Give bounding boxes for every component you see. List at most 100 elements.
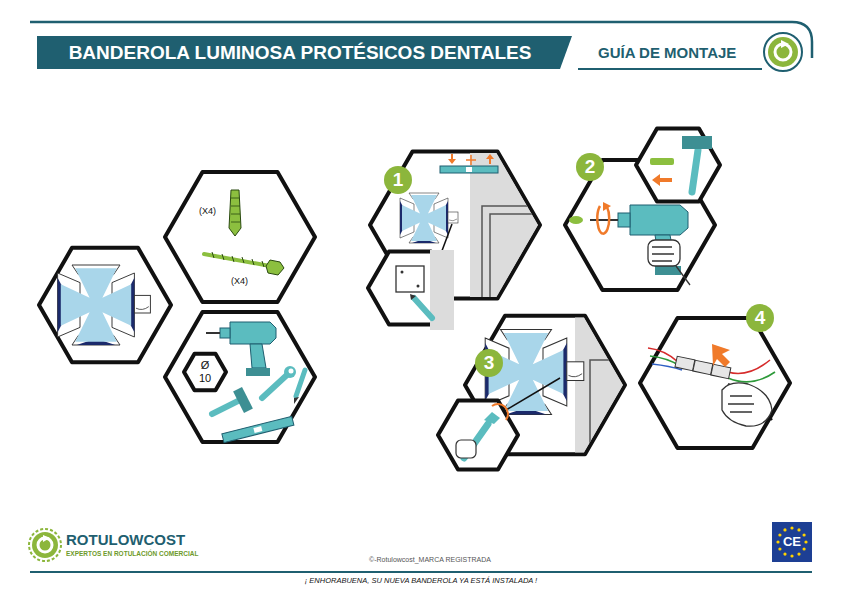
wrench-tool [262, 366, 296, 398]
wrench-tool [262, 374, 288, 398]
copyright-note: ©-Rotulowcost_MARCA REGISTRADA [369, 556, 491, 564]
wall-anchor [650, 158, 674, 165]
eu-ce-mark [790, 554, 793, 557]
wrench-tool [284, 366, 296, 378]
eu-ce-mark [772, 522, 812, 562]
ce-mark: CE [783, 535, 801, 550]
title: BANDEROLA LUMINOSA PROTÉSICOS DENTALES [69, 42, 532, 64]
wall-anchor [569, 216, 583, 224]
brand-tagline: EXPERTOS EN ROTULACIÓN COMERCIAL [66, 550, 198, 557]
led-connector [675, 356, 695, 371]
sign-drawing [58, 265, 151, 345]
closing-note: ¡ ENHORABUENA, SU NUEVA BANDEROLA YA EST… [305, 577, 537, 586]
detail-hexagon [438, 400, 518, 469]
footer-rule [30, 571, 812, 573]
leader-line [506, 378, 560, 410]
wall-plate [401, 271, 404, 274]
level-arrows [486, 154, 494, 159]
spirit-level [440, 166, 498, 173]
eu-ce-mark [797, 553, 800, 556]
led-connector [711, 364, 731, 379]
logo [781, 40, 789, 48]
eu-ce-mark [783, 553, 786, 556]
hexagon-outline [165, 162, 315, 312]
step-number: 1 [384, 166, 412, 194]
hexagon-outline [165, 172, 315, 302]
push-arrow [652, 174, 672, 186]
hand [456, 440, 476, 458]
spirit-level [222, 416, 294, 442]
detail-hexagon [368, 129, 720, 470]
hammer-tool [682, 136, 712, 192]
drill-tool [250, 344, 266, 368]
eu-ce-mark [797, 528, 800, 531]
eu-ce-mark [778, 533, 781, 536]
push-arrow [712, 344, 730, 367]
logo [29, 529, 61, 561]
drill-tool [590, 205, 688, 275]
led-connector [693, 360, 713, 375]
eu-ce-mark [804, 540, 807, 543]
hand [456, 440, 476, 458]
pencil-tool [410, 294, 432, 318]
drill-tool [220, 328, 230, 338]
pencil-tool [414, 298, 432, 318]
pencil-tool [294, 370, 305, 404]
logo [43, 535, 50, 542]
wrench-tool [484, 412, 500, 424]
step-hexagon [39, 248, 171, 362]
wall [575, 300, 635, 470]
node-text: Ø 10 [197, 359, 213, 384]
callout-number: 4 [755, 307, 766, 329]
eu-ce-mark [776, 540, 779, 543]
eu-ce-mark [776, 526, 807, 557]
step-number: 3 [475, 349, 503, 377]
callout-number: 3 [484, 352, 495, 374]
drill-tool [246, 368, 270, 376]
screw [212, 252, 264, 267]
hammer-tool [233, 387, 253, 413]
wall [575, 300, 635, 470]
screw [204, 252, 284, 275]
wall-anchor [229, 190, 241, 236]
hand [652, 247, 674, 261]
pencil-tool [410, 294, 416, 300]
wall-plate [396, 266, 424, 292]
logo [764, 33, 802, 71]
rotation-arrow [492, 404, 508, 420]
logo [764, 33, 802, 71]
spirit-level [466, 167, 472, 172]
header-frame [578, 68, 762, 70]
eu-ce-mark [803, 547, 806, 550]
wall-plate [417, 285, 420, 288]
wires [728, 372, 775, 382]
pencil-tool [296, 370, 305, 396]
spirit-level [253, 426, 262, 433]
hand [722, 383, 772, 426]
screw [204, 254, 270, 266]
pencil-tool [294, 397, 299, 404]
wall-anchor [231, 198, 240, 222]
wall [482, 206, 545, 300]
hammer-tool [682, 136, 712, 149]
drill-tool [630, 205, 688, 235]
hammer-tool [212, 387, 253, 414]
wrench-tool [289, 369, 294, 374]
eu-ce-mark [772, 522, 812, 562]
drill-tool [590, 219, 618, 221]
step-number: 4 [746, 304, 774, 332]
hand [648, 240, 690, 285]
hammer-tool [692, 150, 698, 192]
spirit-level [222, 416, 294, 442]
wires [648, 348, 678, 362]
hand [676, 266, 690, 285]
eu-ce-mark [790, 526, 793, 529]
screw [266, 260, 284, 275]
logo [32, 532, 58, 558]
eu-ce-mark [803, 533, 806, 536]
drill-tool [206, 332, 220, 334]
hand [728, 396, 754, 412]
node-text: (X4) [231, 276, 248, 286]
